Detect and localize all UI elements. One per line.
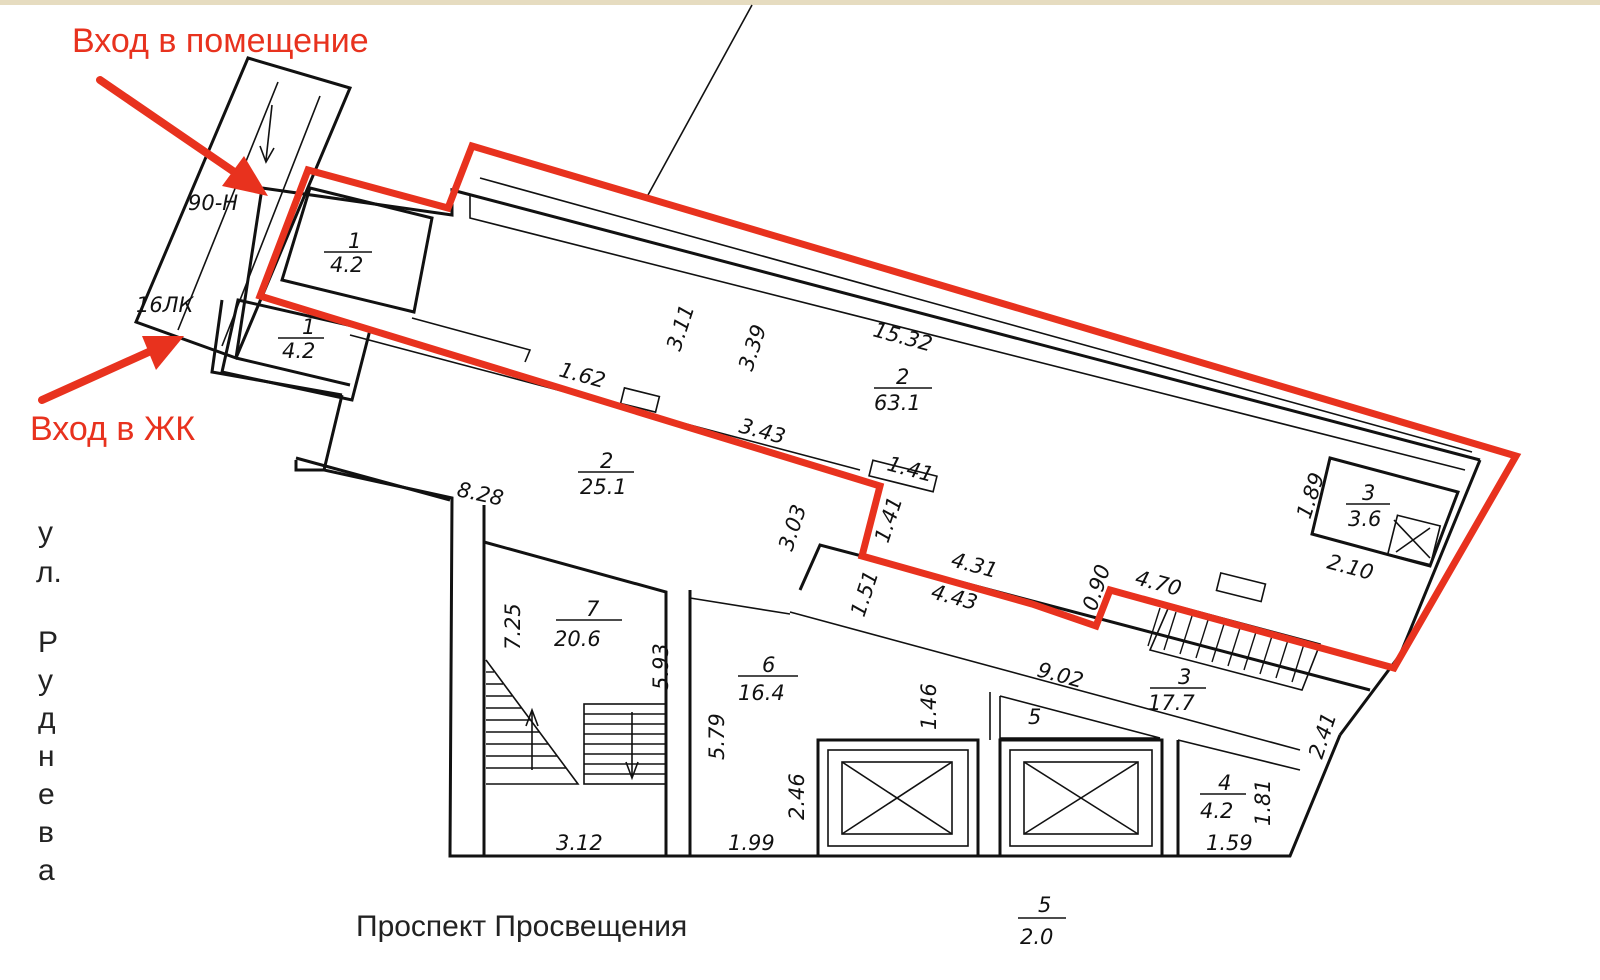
dim-2-10: 2.10 [1325, 550, 1376, 585]
svg-text:н: н [38, 740, 55, 773]
svg-text:4.2: 4.2 [1200, 799, 1233, 823]
dim-2-41: 2.41 [1304, 710, 1341, 762]
label-entrance-premises: Вход в помещение [72, 22, 369, 60]
room-6: 6 16.4 [738, 653, 798, 705]
dim-15-32: 15.32 [871, 318, 935, 357]
building-walls [210, 177, 1482, 858]
svg-text:у: у [38, 516, 53, 549]
svg-text:в: в [38, 816, 54, 849]
room-5-small: 5 [1028, 705, 1041, 729]
dim-3-12: 3.12 [556, 831, 603, 855]
svg-text:17.7: 17.7 [1148, 691, 1195, 715]
premises-highlight [255, 141, 1522, 673]
street-prospect-prosveshcheniya: Проспект Просвещения [356, 910, 687, 943]
dim-5-93: 5.93 [649, 643, 673, 690]
svg-text:3: 3 [1362, 481, 1375, 505]
svg-text:1: 1 [302, 315, 315, 339]
svg-text:3: 3 [1178, 665, 1191, 689]
room-2-small: 2 25.1 [578, 449, 634, 499]
dim-1-81: 1.81 [1251, 779, 1275, 826]
stairs-corridor [1147, 603, 1322, 691]
svg-text:у: у [38, 664, 53, 697]
svg-text:16.4: 16.4 [738, 681, 785, 705]
room-5-outside: 5 2.0 [1018, 893, 1066, 949]
dim-8-28: 8.28 [455, 477, 506, 510]
arrow-entrance-premises [96, 76, 268, 196]
svg-text:Р: Р [38, 626, 58, 659]
svg-text:4.2: 4.2 [330, 253, 363, 277]
dim-1-46: 1.46 [917, 683, 941, 730]
svg-text:25.1: 25.1 [580, 475, 627, 499]
room-7: 7 20.6 [554, 597, 622, 651]
dim-4-31: 4.31 [949, 548, 1000, 583]
dim-1-99: 1.99 [728, 831, 775, 855]
site-boundary-line [647, 4, 753, 196]
svg-text:2: 2 [600, 449, 613, 473]
dim-2-46: 2.46 [785, 773, 809, 820]
room-3-wc: 3 3.6 [1346, 481, 1390, 531]
room-2-big: 2 63.1 [874, 365, 932, 415]
svg-text:д: д [38, 702, 56, 735]
dim-1-59: 1.59 [1206, 831, 1253, 855]
room-1-bottom: 1 4.2 [278, 315, 324, 363]
dim-1-51: 1.51 [846, 568, 883, 620]
dim-7-25: 7.25 [501, 603, 525, 650]
room-1-top: 1 4.2 [324, 229, 372, 277]
street-rudneva: у л. Р у д н е в а [36, 516, 62, 887]
svg-text:2.0: 2.0 [1020, 925, 1053, 949]
svg-text:6: 6 [762, 653, 775, 677]
svg-text:63.1: 63.1 [874, 391, 921, 415]
svg-text:5: 5 [1038, 893, 1051, 917]
svg-text:л.: л. [36, 556, 62, 589]
room-4: 4 4.2 [1200, 771, 1246, 823]
svg-text:3.6: 3.6 [1348, 507, 1381, 531]
dim-3-03: 3.03 [774, 502, 811, 554]
dim-9-02: 9.02 [1035, 658, 1086, 693]
tag-16lk: 16ЛК [136, 293, 195, 317]
dim-3-39: 3.39 [734, 322, 771, 374]
dim-5-79: 5.79 [705, 713, 729, 760]
tag-90h: 90-Н [188, 191, 238, 215]
room-3-corridor: 3 17.7 [1148, 665, 1206, 715]
svg-text:4.2: 4.2 [282, 339, 315, 363]
svg-text:20.6: 20.6 [554, 627, 601, 651]
svg-text:е: е [38, 778, 55, 811]
svg-text:1: 1 [348, 229, 361, 253]
label-entrance-residential: Вход в ЖК [30, 410, 195, 448]
arrow-entrance-residential [38, 336, 184, 404]
svg-text:7: 7 [586, 597, 600, 621]
top-border-strip [0, 0, 1600, 5]
dim-1-89: 1.89 [1292, 470, 1329, 522]
dim-3-11: 3.11 [662, 302, 699, 354]
svg-text:а: а [38, 854, 55, 887]
svg-text:4: 4 [1218, 771, 1231, 795]
svg-text:2: 2 [896, 365, 909, 389]
stairs-room-7 [485, 659, 667, 785]
